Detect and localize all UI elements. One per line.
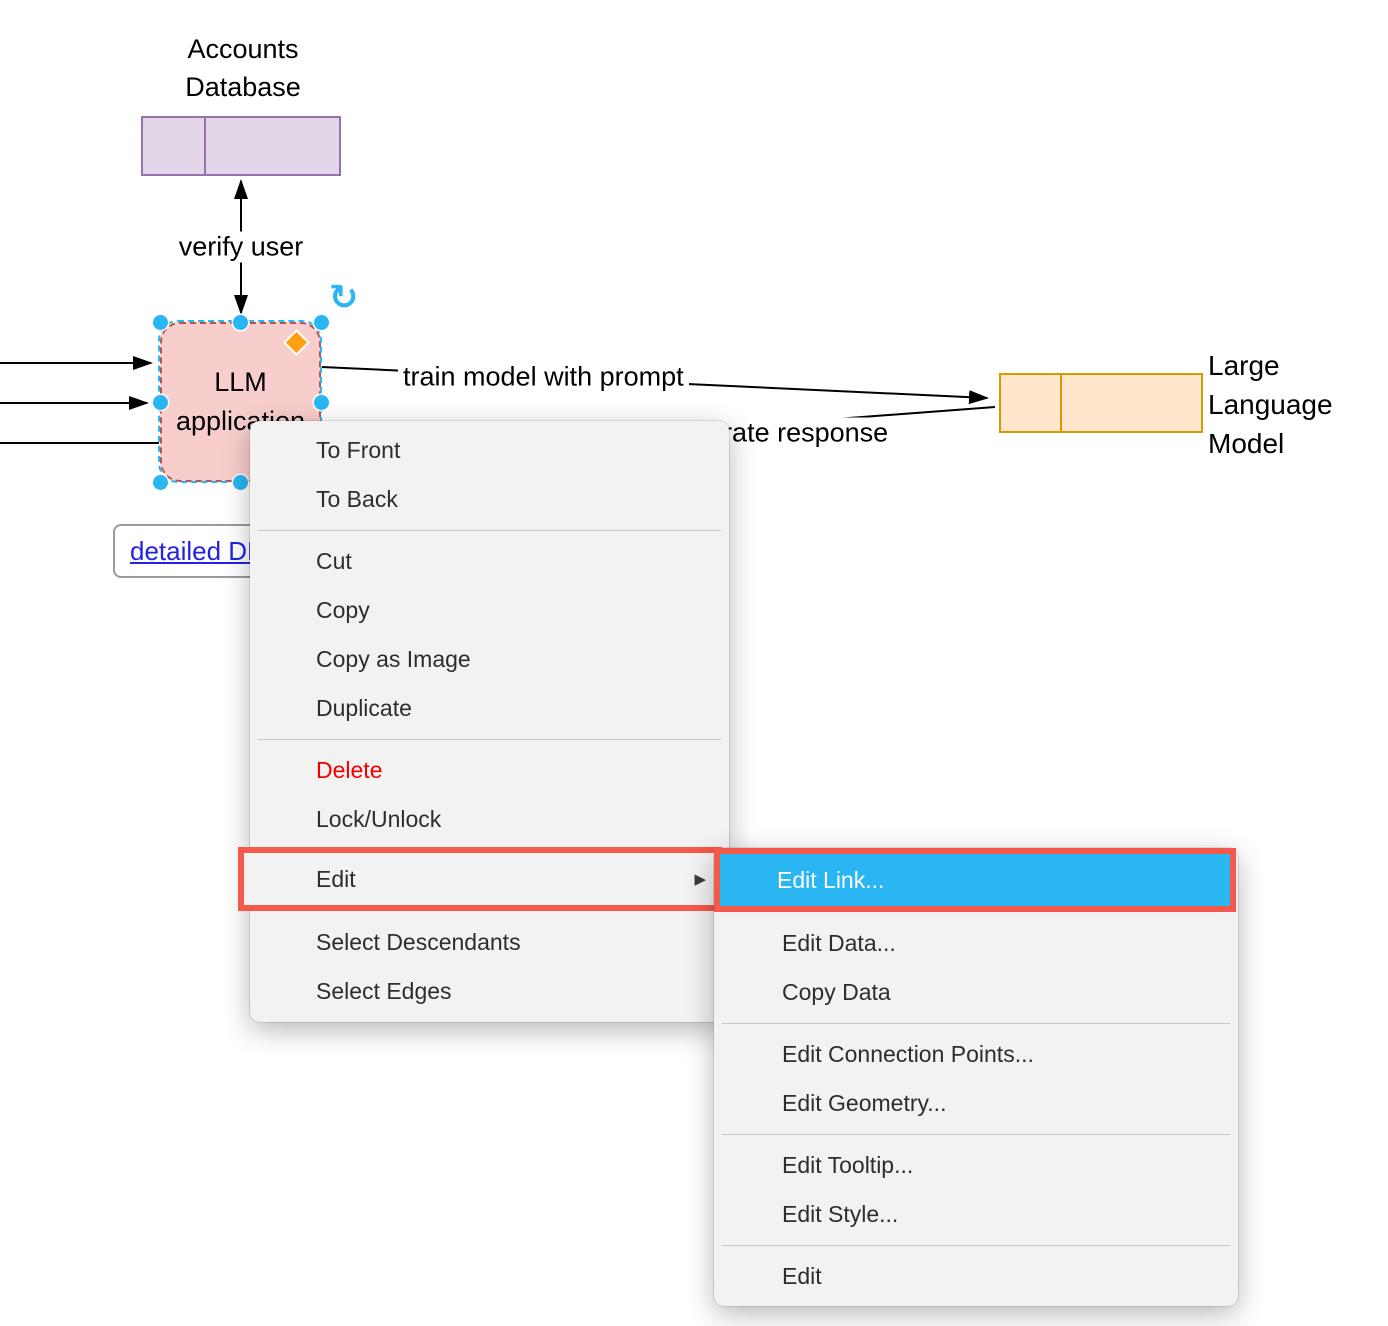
menu-item-lock-unlock[interactable]: Lock/Unlock <box>316 806 442 832</box>
menu-item-edit[interactable]: Edit ▶ <box>244 853 716 905</box>
rotate-icon[interactable]: ↻ <box>329 278 359 318</box>
menu-separator <box>258 530 721 531</box>
context-menu: To Front To Back Cut Copy Copy as Image … <box>238 421 729 1022</box>
annotation-box-edit-link: Edit Link... <box>714 848 1236 912</box>
menu-item-delete[interactable]: Delete <box>316 757 383 783</box>
resize-handle-s[interactable] <box>233 475 248 490</box>
submenu-item-edit-style[interactable]: Edit Style... <box>782 1201 899 1227</box>
train-model-edge-label[interactable]: train model with prompt <box>398 361 689 393</box>
large-language-model-node[interactable] <box>999 373 1203 433</box>
menu-item-select-edges[interactable]: Select Edges <box>316 978 452 1004</box>
menu-item-to-front[interactable]: To Front <box>316 437 401 463</box>
resize-handle-ne[interactable] <box>314 315 329 330</box>
submenu-item-edit-tooltip[interactable]: Edit Tooltip... <box>782 1152 914 1178</box>
model-node-divider <box>1060 375 1062 431</box>
accounts-db-node[interactable] <box>141 116 341 176</box>
menu-separator <box>722 1134 1230 1135</box>
menu-item-copy-as-image[interactable]: Copy as Image <box>316 646 471 672</box>
submenu-arrow-icon: ▶ <box>694 870 706 888</box>
submenu-item-edit-geometry[interactable]: Edit Geometry... <box>782 1090 947 1116</box>
menu-item-edit-label: Edit <box>316 866 356 892</box>
resize-handle-w[interactable] <box>153 395 168 410</box>
menu-item-select-descendants[interactable]: Select Descendants <box>316 929 521 955</box>
submenu-item-edit-data[interactable]: Edit Data... <box>782 930 896 956</box>
resize-handle-e[interactable] <box>314 395 329 410</box>
submenu-item-edit[interactable]: Edit <box>782 1263 822 1289</box>
edit-submenu: Edit Data... Copy Data Edit Connection P… <box>714 848 1238 1306</box>
menu-separator <box>722 1023 1230 1024</box>
db-node-divider <box>204 118 206 174</box>
menu-separator <box>258 739 721 740</box>
resize-handle-n[interactable] <box>233 315 248 330</box>
verify-user-edge-label[interactable]: verify user <box>173 231 309 263</box>
menu-separator <box>722 1245 1230 1246</box>
menu-item-copy[interactable]: Copy <box>316 597 370 623</box>
large-language-model-label: Large Language Model <box>1208 350 1333 459</box>
resize-handle-sw[interactable] <box>153 475 168 490</box>
submenu-item-copy-data[interactable]: Copy Data <box>782 979 891 1005</box>
menu-item-cut[interactable]: Cut <box>316 548 352 574</box>
submenu-item-edit-link[interactable]: Edit Link... <box>720 854 1230 906</box>
menu-item-duplicate[interactable]: Duplicate <box>316 695 412 721</box>
annotation-box-edit: Edit ▶ <box>238 847 722 911</box>
submenu-item-edit-connection-points[interactable]: Edit Connection Points... <box>782 1041 1034 1067</box>
accounts-db-label: Accounts Database <box>185 34 301 102</box>
menu-item-to-back[interactable]: To Back <box>316 486 398 512</box>
resize-handle-nw[interactable] <box>153 315 168 330</box>
